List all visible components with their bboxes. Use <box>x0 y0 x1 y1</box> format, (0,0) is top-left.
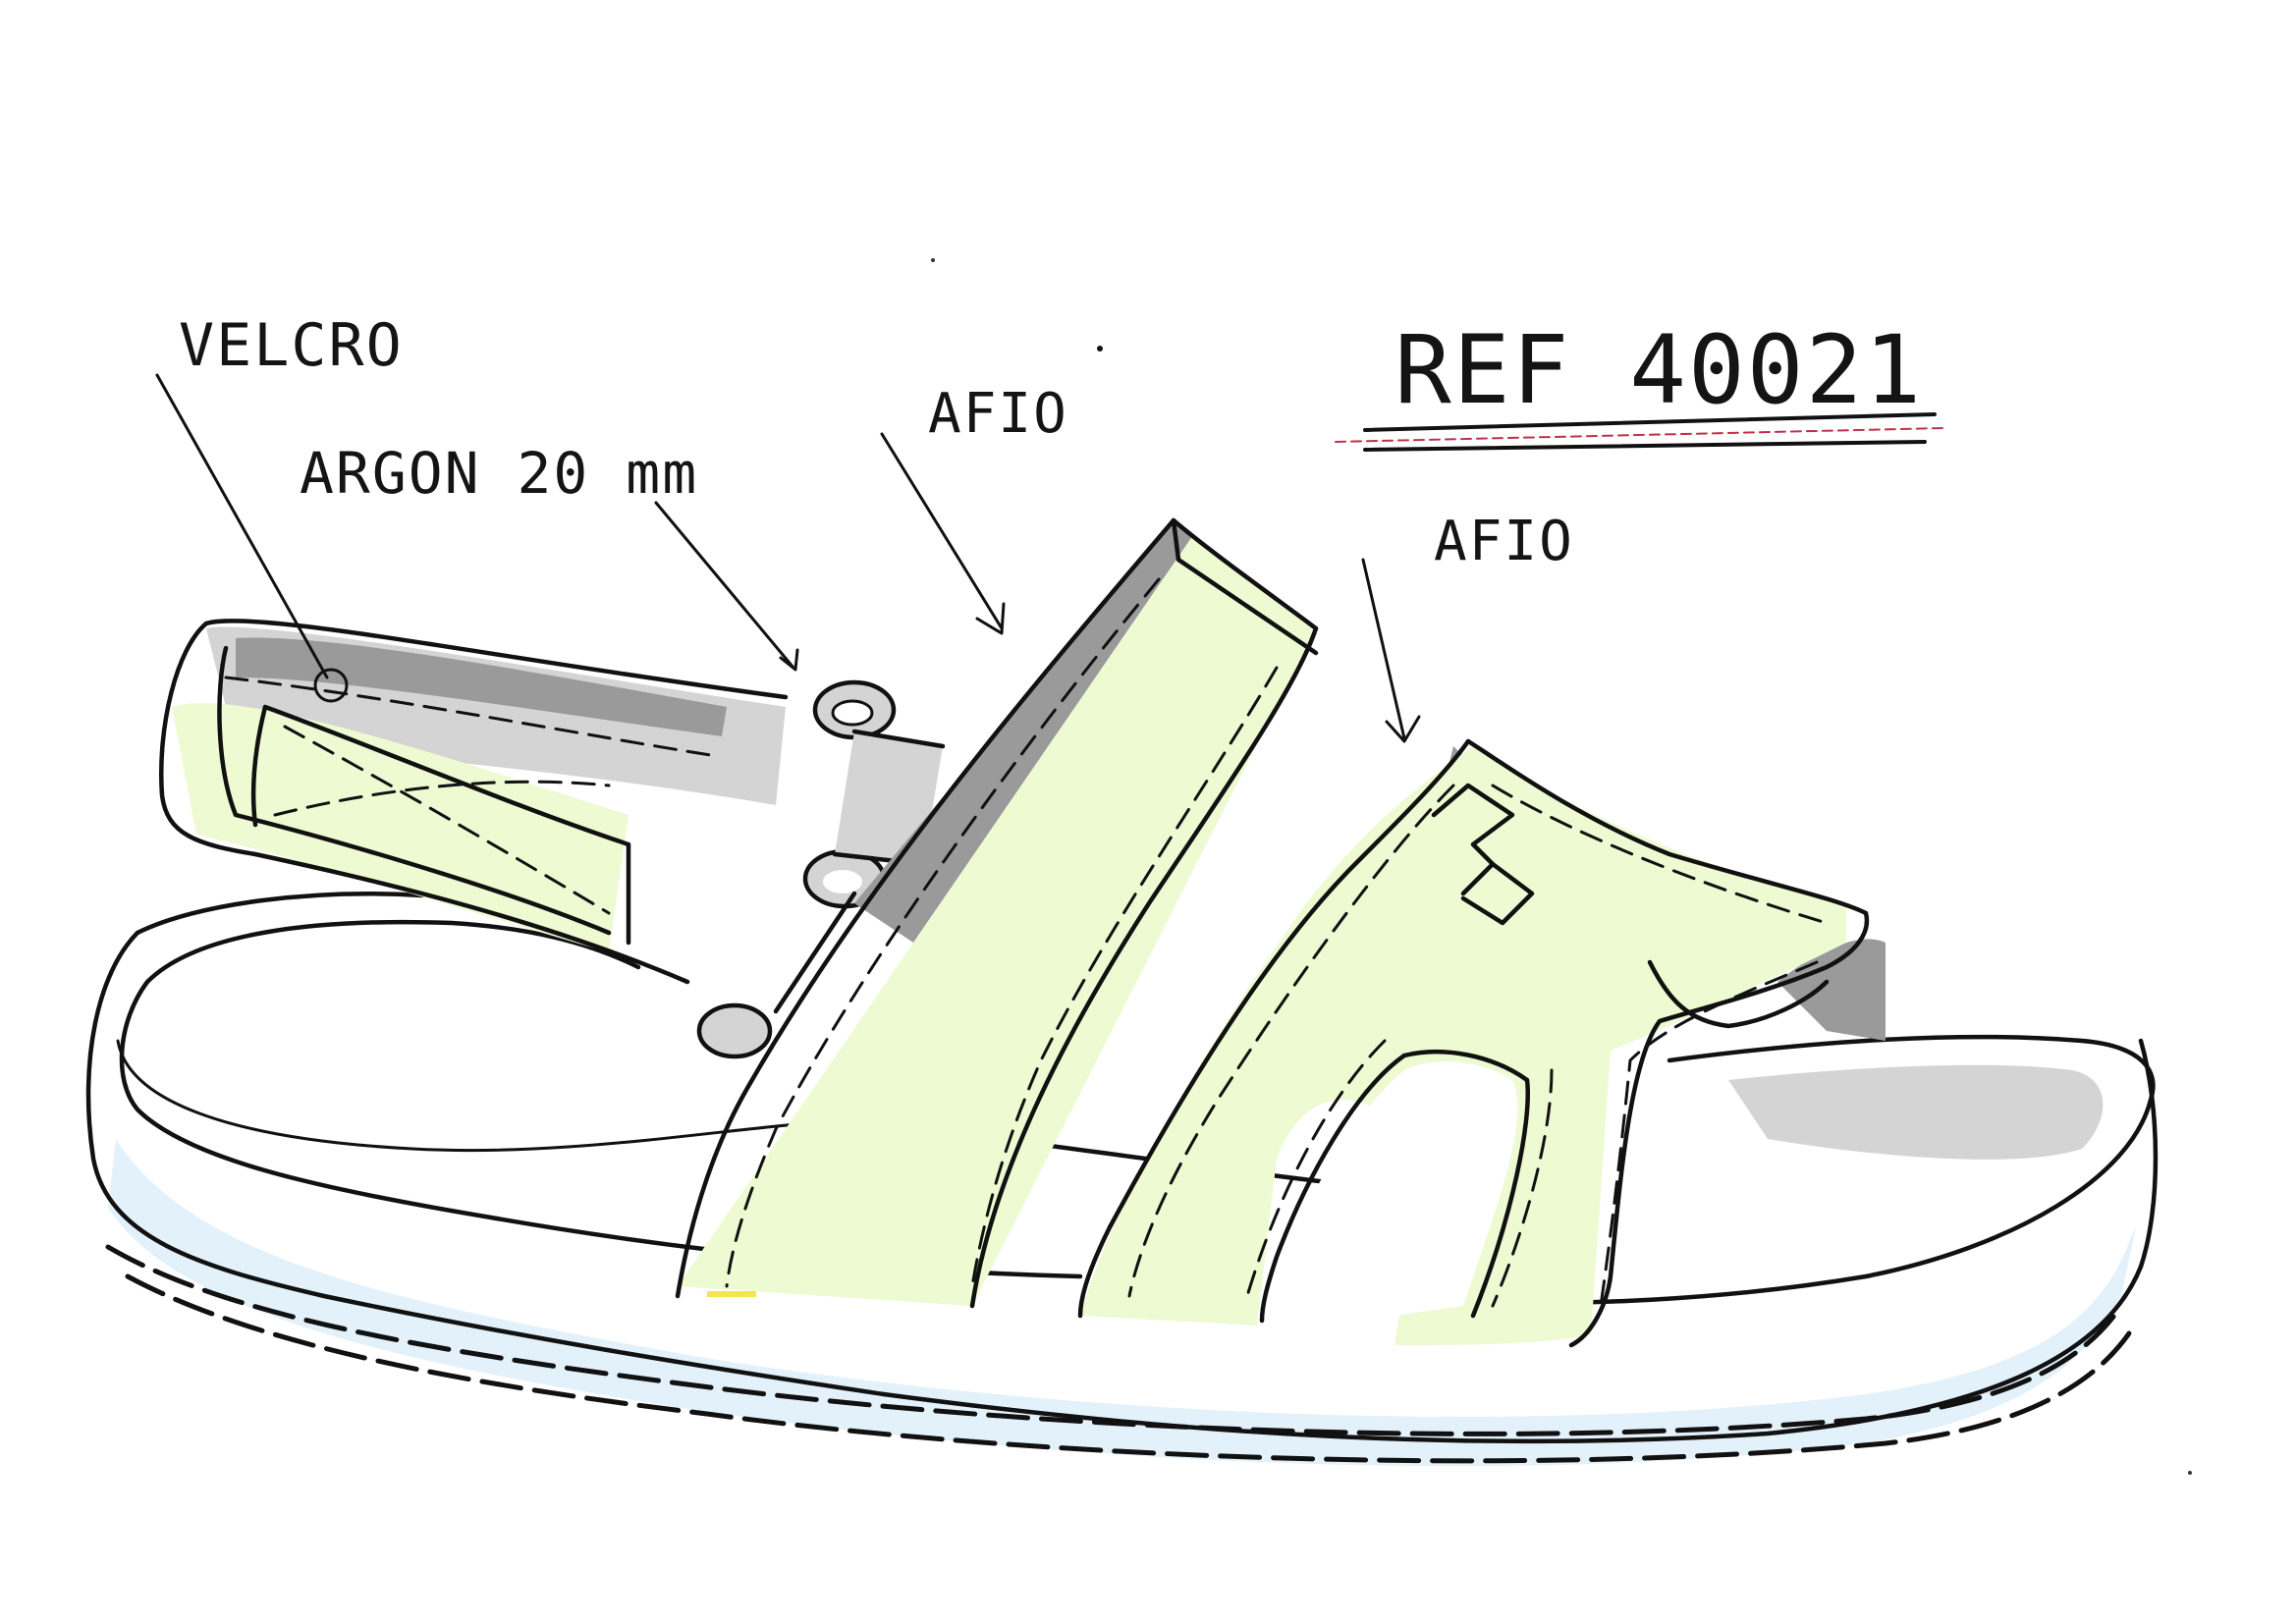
footbed-contour <box>116 1039 886 1153</box>
front-strap-thickness <box>1171 517 1319 656</box>
h-stitch-cutout-front <box>1491 1068 1554 1308</box>
heel-strap-back-edge <box>159 621 690 985</box>
annotation-arrows <box>155 373 1421 743</box>
velcro-stitch-diag2 <box>273 780 611 817</box>
velcro-marker <box>313 668 349 703</box>
heel-strap-stitch <box>224 676 719 758</box>
h-strap <box>1077 738 1886 1348</box>
heel-strap-top-edge <box>203 619 789 700</box>
outsole-tint <box>108 1139 2136 1467</box>
text-labels: VELCRO ARGON 20 mm AFIO AFIO REF 40021 <box>179 311 1923 573</box>
heel-strap <box>159 619 789 985</box>
front-strap-top <box>1171 517 1319 631</box>
heel-strap-inner-edge <box>217 645 612 936</box>
buckle-ring-mid-hole <box>823 870 862 893</box>
argon-leader <box>654 501 795 670</box>
h-stitch-front <box>1599 960 1819 1308</box>
h-notch-top <box>1431 783 1515 896</box>
reference-underline <box>1335 412 1945 452</box>
afio-lower-leader <box>1361 558 1406 740</box>
velcro-label: VELCRO <box>179 311 404 380</box>
buckle-ring-top-hole-outline <box>831 699 874 727</box>
toe-shade <box>1728 1064 2104 1160</box>
front-strap-side-shade <box>854 520 1193 943</box>
pencil-dot <box>931 258 935 262</box>
pencil-dot <box>1097 346 1103 352</box>
front-strap-front-edge <box>969 625 1319 1309</box>
pencil-dot <box>2188 1471 2192 1475</box>
velcro-stitch-diag1 <box>283 725 611 915</box>
reference-label: REF 40021 <box>1394 315 1923 425</box>
velcro-tab-end <box>250 704 268 828</box>
h-strap-back-edge <box>1077 738 1471 1319</box>
heel-strap-dark-shade <box>236 637 727 736</box>
front-strap-back-edge <box>675 517 1176 1299</box>
buckle-ring-top-hole <box>833 701 872 725</box>
afio-upper-arrowhead <box>975 602 1006 635</box>
reference-underline-accent <box>1335 427 1945 443</box>
h-cutout-back <box>1259 1053 1407 1324</box>
h-strap-top-edge <box>1465 738 1869 916</box>
sole-stitch-upper <box>105 1244 2124 1436</box>
h-strap-toe-shade <box>1777 939 1886 1041</box>
front-strap-face <box>678 535 1316 1306</box>
sole-stitch-lower <box>125 1273 2134 1464</box>
reference-underline-bottom <box>1363 440 1927 452</box>
buckle-ring-low <box>696 1002 773 1059</box>
afio-lower-label: AFIO <box>1434 510 1574 573</box>
velcro-leader <box>155 373 329 679</box>
front-strap-stitch-front <box>970 666 1279 1288</box>
velcro-tab-outline <box>262 704 631 946</box>
h-stitch-cutout-back <box>1245 1039 1387 1298</box>
argon-label: ARGON 20 mm <box>300 440 698 507</box>
h-strap-front-edge <box>1568 910 1870 1348</box>
front-strap <box>675 517 1319 1309</box>
sole-outline <box>85 930 2159 1444</box>
h-toe-notch <box>1647 959 1830 1029</box>
afio-upper-label: AFIO <box>928 382 1068 446</box>
front-strap-stitch-back <box>725 577 1161 1288</box>
reference-underline-top <box>1363 412 1937 432</box>
footbed-heel-cup <box>144 919 641 985</box>
h-notch-bottom <box>1460 861 1535 926</box>
velcro-tab-fill <box>172 703 629 952</box>
argon-arrowhead <box>779 648 799 672</box>
h-cutout-fill <box>1267 1061 1518 1316</box>
h-strap-face <box>1080 746 1846 1345</box>
footbed-toe-rim <box>1470 1034 2156 1305</box>
afio-upper-leader <box>880 432 1004 630</box>
afio-lower-arrowhead <box>1385 715 1421 743</box>
h-stitch-top <box>1491 784 1829 925</box>
h-cutout-front <box>1401 1049 1530 1319</box>
sole-heel-top <box>135 892 425 936</box>
buckle-ring-low-fill <box>699 1005 770 1056</box>
h-stitch-back <box>1127 784 1455 1298</box>
